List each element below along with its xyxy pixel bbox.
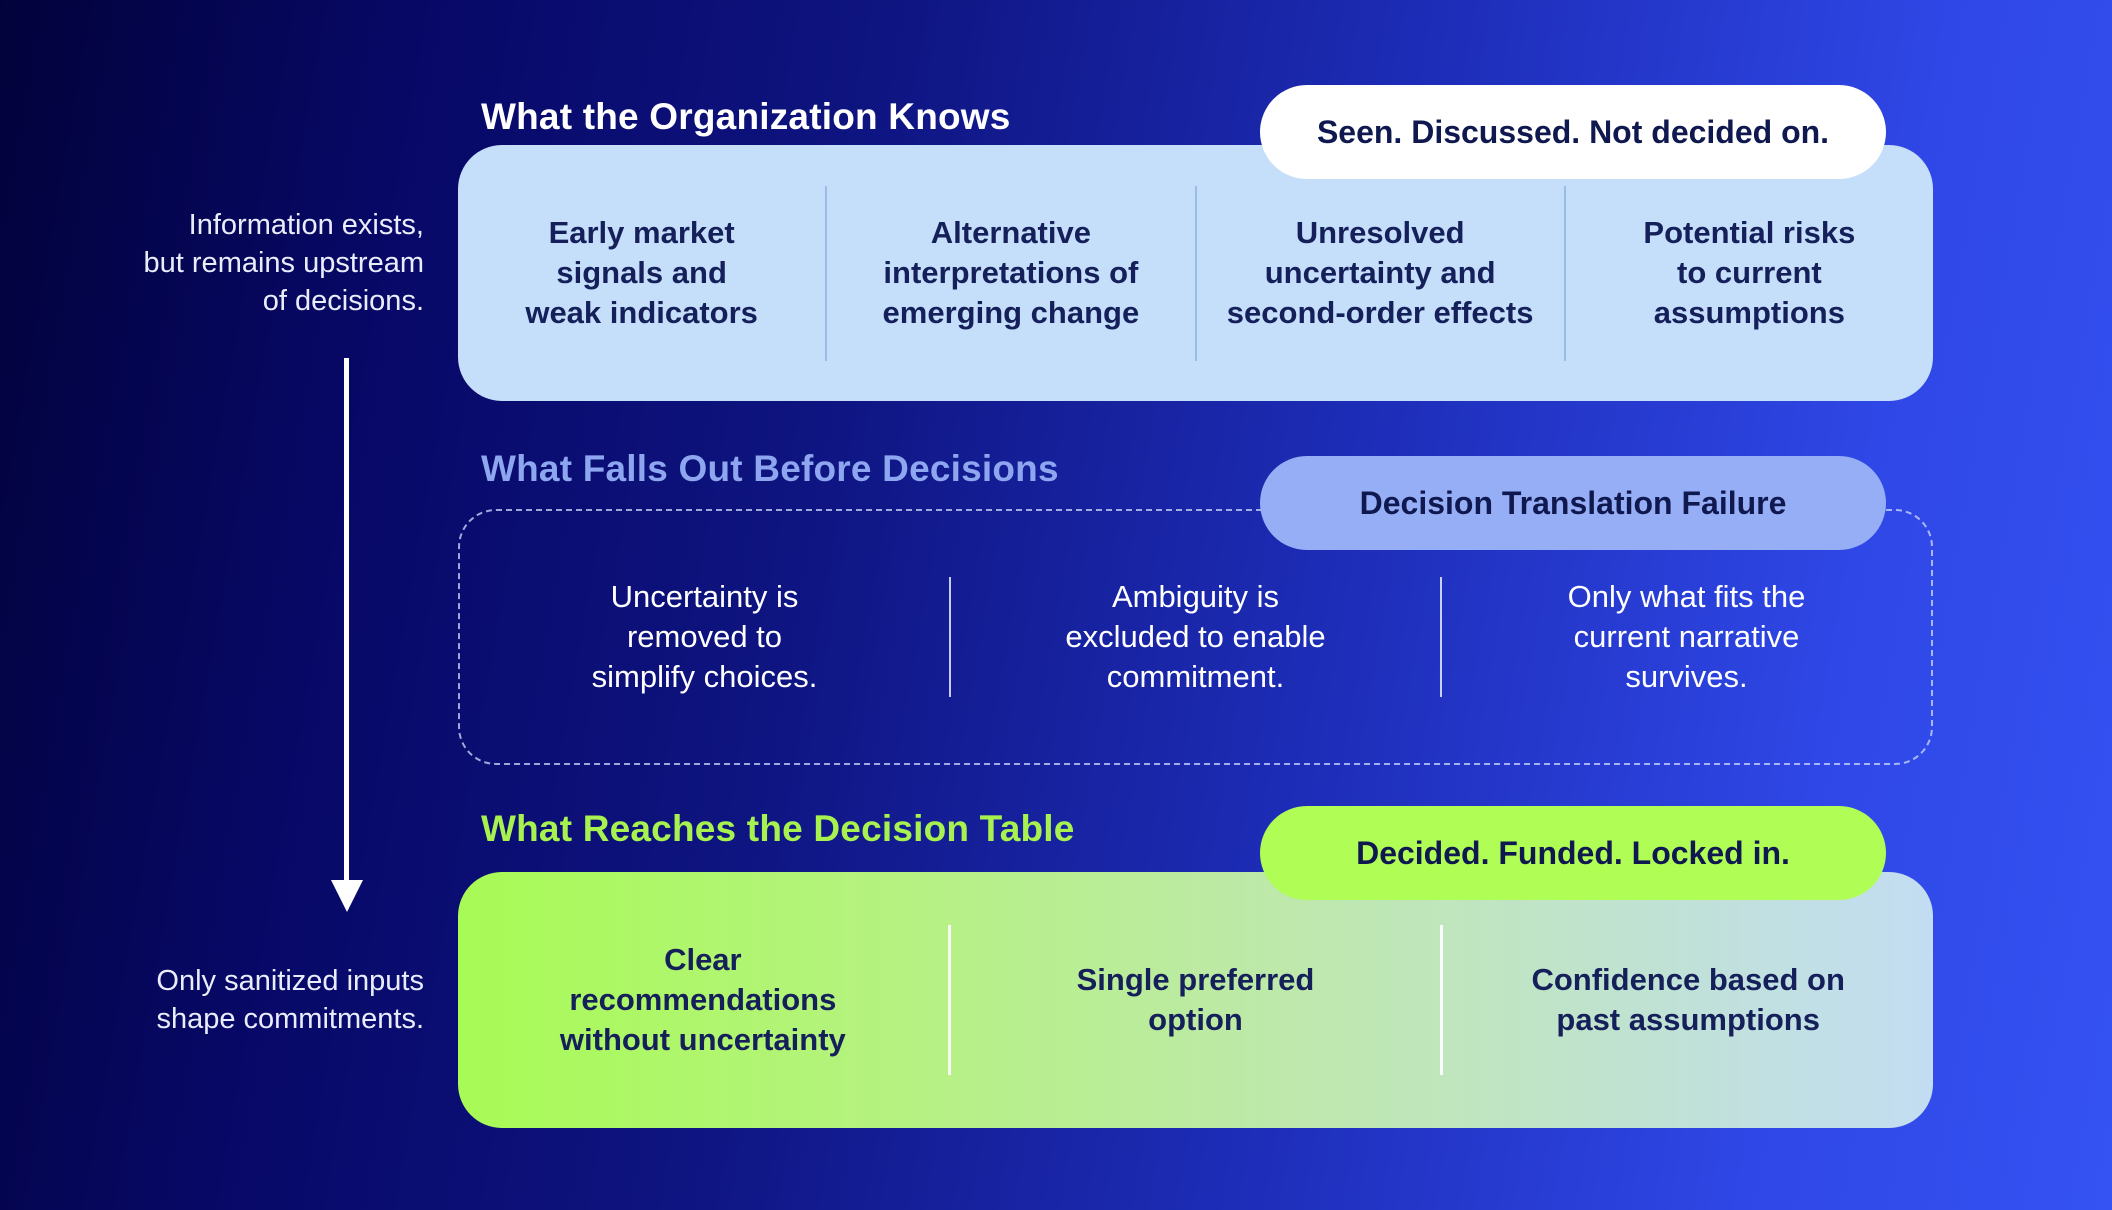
- section-falls-panel: Uncertainty is removed to simplify choic…: [458, 509, 1933, 765]
- falls-item-ambiguity-excluded: Ambiguity is excluded to enable commitme…: [1065, 579, 1326, 694]
- divider: [1563, 185, 1566, 361]
- falls-item-narrative-survives: Only what fits the current narrative sur…: [1567, 579, 1806, 694]
- section-table-badge: Decided. Funded. Locked in.: [1260, 806, 1886, 900]
- table-item-confidence-past: Confidence based on past assumptions: [1531, 962, 1845, 1037]
- section-falls-heading: What Falls Out Before Decisions: [481, 448, 1059, 489]
- section-falls-badge: Decision Translation Failure: [1260, 456, 1886, 550]
- table-item-clear-recommendations: Clear recommendations without uncertaint…: [559, 942, 846, 1057]
- divider: [1440, 577, 1442, 697]
- knows-item-unresolved-uncertainty: Unresolved uncertainty and second-order …: [1226, 215, 1534, 330]
- falls-item-uncertainty-removed: Uncertainty is removed to simplify choic…: [591, 579, 818, 694]
- section-table-heading: What Reaches the Decision Table: [481, 808, 1075, 849]
- section-knows-badge: Seen. Discussed. Not decided on.: [1260, 85, 1886, 179]
- upstream-note: Information exists, but remains upstream…: [143, 209, 424, 317]
- section-knows-heading: What the Organization Knows: [481, 96, 1011, 137]
- divider: [949, 577, 951, 697]
- divider: [1440, 925, 1444, 1075]
- section-knows-panel: Early market signals and weak indicators…: [458, 145, 1933, 401]
- down-arrow-icon: [331, 880, 363, 912]
- sanitized-note: Only sanitized inputs shape commitments.: [156, 965, 424, 1035]
- section-table-panel: Clear recommendations without uncertaint…: [458, 872, 1933, 1128]
- knows-item-alternative-interpretations: Alternative interpretations of emerging …: [882, 215, 1140, 330]
- down-arrow-stem: [344, 358, 349, 882]
- divider: [947, 925, 951, 1075]
- divider: [825, 185, 828, 361]
- table-item-single-option: Single preferred option: [1076, 962, 1315, 1037]
- knows-item-potential-risks: Potential risks to current assumptions: [1643, 215, 1856, 330]
- divider: [1194, 185, 1197, 361]
- knows-item-early-signals: Early market signals and weak indicators: [525, 215, 758, 330]
